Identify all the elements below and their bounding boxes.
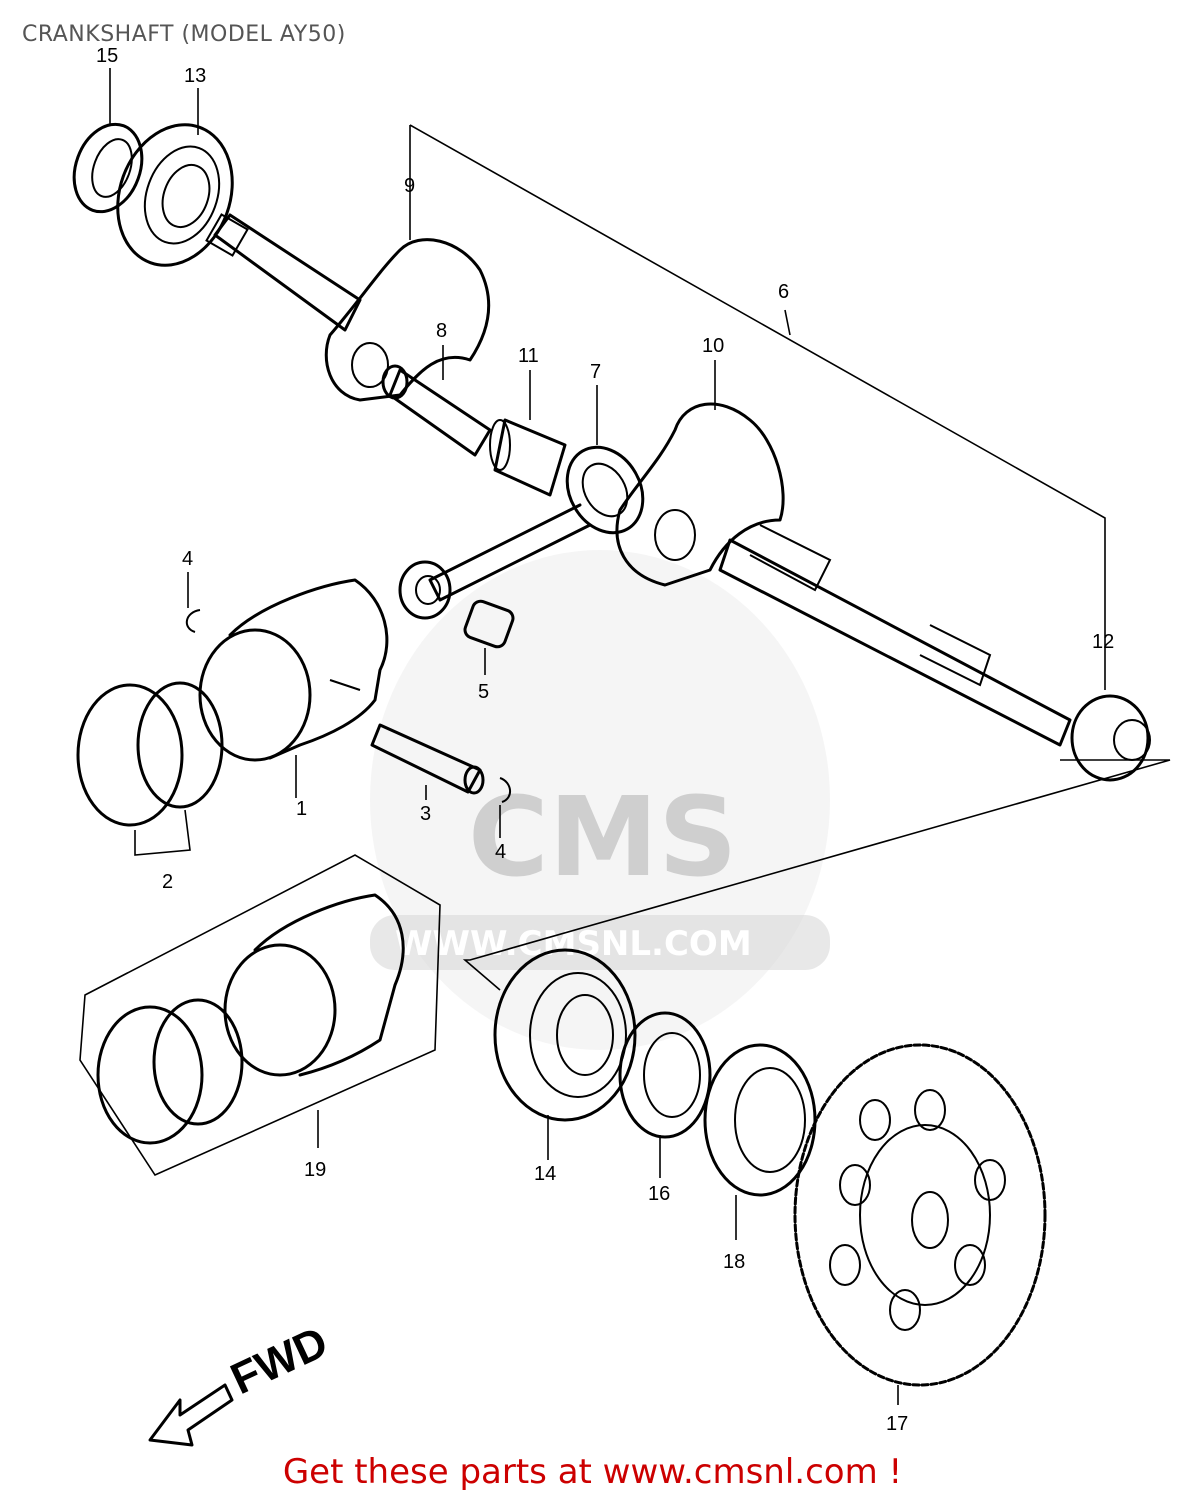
part-label-10: 10 bbox=[702, 335, 724, 357]
part-label-11: 11 bbox=[518, 345, 539, 367]
part-label-1: 1 bbox=[296, 798, 307, 820]
footer-link-text[interactable]: Get these parts at www.cmsnl.com ! bbox=[282, 1452, 903, 1492]
crank-half-left-9 bbox=[205, 213, 491, 402]
piston-pin-clip-4b bbox=[499, 777, 511, 838]
part-label-7: 7 bbox=[590, 361, 601, 383]
part-label-19: 19 bbox=[304, 1159, 326, 1181]
piston-pin-3 bbox=[370, 723, 485, 800]
cms-watermark: CMS WWW.CMSNL.COM bbox=[370, 550, 830, 1050]
part-label-9: 9 bbox=[404, 175, 415, 197]
part-label-17: 17 bbox=[886, 1413, 908, 1435]
piston-pin-clip-4a bbox=[185, 572, 201, 633]
forward-direction-indicator: FWD bbox=[148, 1317, 336, 1447]
part-label-13: 13 bbox=[184, 65, 206, 87]
needle-bearing-11 bbox=[489, 370, 567, 497]
small-end-bearing-5 bbox=[463, 599, 515, 675]
part-label-5: 5 bbox=[478, 681, 489, 703]
crank-half-right-10 bbox=[615, 360, 1072, 747]
oil-seal-18 bbox=[703, 1043, 817, 1240]
fwd-label: FWD bbox=[224, 1317, 336, 1404]
part-label-15: 15 bbox=[96, 45, 118, 67]
watermark-brand: CMS bbox=[468, 773, 737, 901]
part-label-4b: 4 bbox=[495, 841, 506, 863]
connecting-rod-7 bbox=[398, 385, 645, 620]
part-label-3: 3 bbox=[420, 803, 431, 825]
piston-1 bbox=[198, 578, 389, 798]
oil-seal-16 bbox=[618, 1011, 712, 1178]
part-label-18: 18 bbox=[723, 1251, 745, 1273]
diagram-title: CRANKSHAFT (MODEL AY50) bbox=[22, 22, 346, 47]
oil-seal-left-15 bbox=[72, 68, 144, 214]
piston-rings-2 bbox=[76, 681, 224, 856]
crank-pin-8 bbox=[381, 345, 492, 457]
piston-set-19 bbox=[79, 854, 441, 1177]
part-label-4a: 4 bbox=[182, 548, 193, 570]
sprocket-17 bbox=[793, 1043, 1047, 1405]
part-label-12: 12 bbox=[1092, 631, 1114, 653]
part-label-14: 14 bbox=[534, 1163, 556, 1185]
bearing-14 bbox=[493, 948, 637, 1160]
part-number-labels: 1 2 3 4 4 5 6 7 8 9 10 11 12 13 14 15 16… bbox=[96, 45, 1114, 1435]
part-label-8: 8 bbox=[436, 320, 447, 342]
part-label-2: 2 bbox=[162, 871, 173, 893]
bearing-left-13 bbox=[116, 88, 234, 267]
part-label-16: 16 bbox=[648, 1183, 670, 1205]
part-label-6: 6 bbox=[778, 281, 789, 303]
bearing-right-12 bbox=[1070, 694, 1151, 782]
